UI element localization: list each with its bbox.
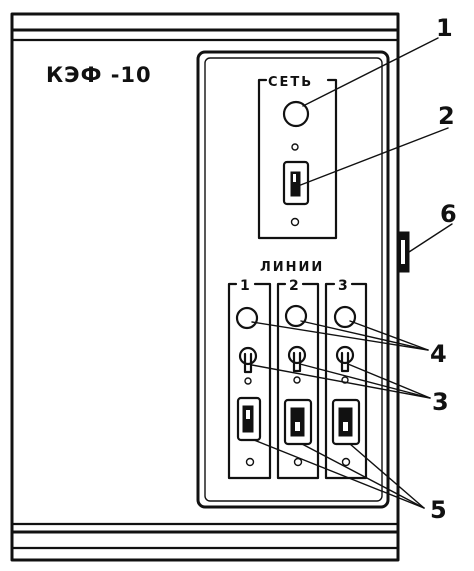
line-slot-1: 1 — [227, 278, 272, 480]
power-screw-bottom — [290, 217, 300, 227]
line-3-toggle-ring — [335, 345, 355, 365]
line-slot-2: 2 — [276, 278, 320, 480]
power-switch-lever — [290, 171, 301, 197]
device-title: КЭФ -10 — [46, 63, 152, 87]
line-slot-3-number: 3 — [338, 278, 348, 294]
line-2-switch-bezel — [283, 398, 313, 446]
line-2-switch-lever-gap — [295, 422, 300, 431]
callout-5: 5 — [430, 496, 447, 524]
power-screw-top — [291, 143, 299, 151]
line-3-toggle-handle — [340, 351, 350, 373]
line-3-screw-top — [341, 376, 349, 384]
leader-1 — [302, 37, 439, 107]
front-panel-inner — [204, 57, 383, 502]
callout-leaders — [251, 37, 453, 509]
leader-5c — [349, 443, 425, 509]
line-2-screw-top — [293, 376, 301, 384]
leader-4a — [251, 321, 429, 351]
power-subpanel: СЕТЬ — [257, 75, 338, 240]
line-3-screw-bottom — [341, 457, 351, 467]
power-subpanel-label: СЕТЬ — [268, 75, 313, 90]
device-housing — [10, 12, 400, 562]
line-2-screw-bottom — [293, 457, 303, 467]
side-connector-core — [401, 240, 405, 264]
power-indicator-lamp — [282, 100, 310, 128]
leader-3a — [251, 364, 431, 399]
line-slot-2-border — [276, 282, 320, 480]
line-3-switch-lever-gap — [343, 422, 348, 431]
leader-4c — [349, 320, 429, 351]
line-slot-3-border — [324, 282, 368, 480]
line-1-switch-bezel — [236, 396, 262, 442]
leader-3b — [299, 363, 431, 399]
line-1-switch-lever-gap — [246, 410, 250, 419]
line-1-indicator-lamp — [235, 306, 259, 330]
side-connector — [397, 231, 410, 273]
leader-3c — [347, 363, 431, 399]
line-3-indicator-lamp — [333, 305, 357, 329]
leader-4b — [300, 320, 429, 351]
leader-5a — [253, 439, 425, 509]
line-slot-3: 3 — [324, 278, 368, 480]
line-1-toggle-ring — [238, 346, 258, 366]
line-1-toggle-handle — [243, 352, 253, 374]
power-switch-lever-gap — [293, 174, 296, 182]
leader-2 — [297, 127, 449, 187]
power-subpanel-border — [257, 78, 338, 240]
power-switch-bezel — [282, 160, 310, 206]
line-1-screw-top — [244, 377, 252, 385]
line-slot-1-number: 1 — [240, 278, 250, 294]
callout-3: 3 — [432, 388, 449, 416]
line-1-screw-bottom — [245, 457, 255, 467]
housing-outline — [10, 12, 400, 562]
line-slot-2-number: 2 — [289, 278, 299, 294]
front-panel-outer — [196, 50, 390, 509]
callout-4: 4 — [430, 340, 447, 368]
front-panel — [196, 50, 390, 509]
leader-5b — [301, 443, 425, 509]
leader-6 — [408, 223, 453, 253]
callout-2: 2 — [438, 102, 455, 130]
line-2-toggle-ring — [287, 345, 307, 365]
line-slot-1-border — [227, 282, 272, 480]
lines-panel-label: ЛИНИИ — [260, 260, 324, 275]
line-2-toggle-handle — [292, 351, 302, 373]
callout-6: 6 — [440, 200, 457, 228]
line-3-switch-bezel — [331, 398, 361, 446]
line-2-indicator-lamp — [284, 304, 308, 328]
callout-1: 1 — [436, 14, 453, 42]
